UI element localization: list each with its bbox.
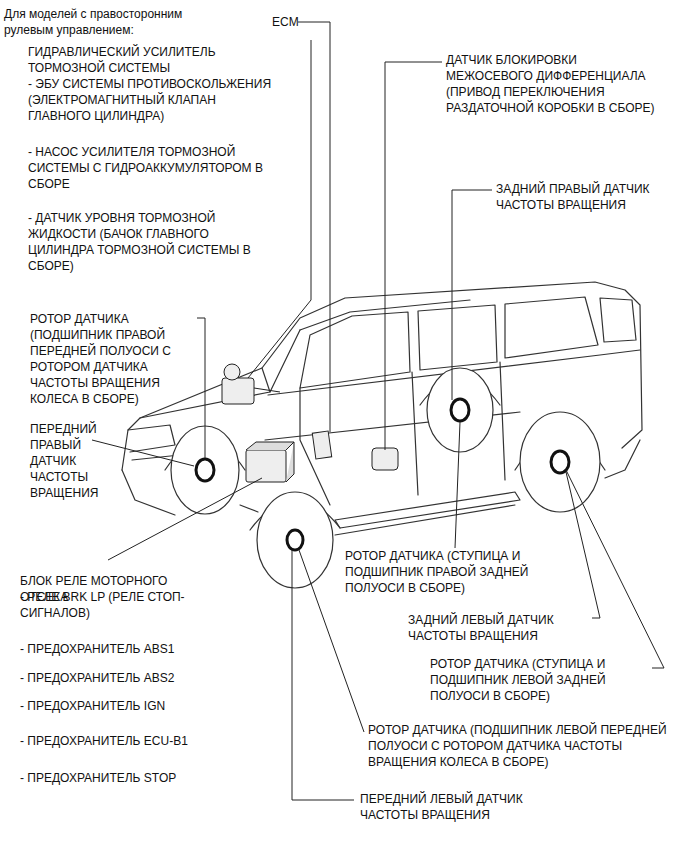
diagram-title: Для моделей с правосторонним рулевым упр… [4,6,204,38]
part-label: РОТОР ДАТЧИКА (ПОДШИПНИК ПРАВОЙ ПЕРЕДНЕЙ… [30,311,198,407]
part-label: ДАТЧИК БЛОКИРОВКИ МЕЖОСЕВОГО ДИФФЕРЕНЦИА… [446,52,661,116]
part-label: ЗАДНИЙ ЛЕВЫЙ ДАТЧИК ЧАСТОТЫ ВРАЩЕНИЯ [408,612,593,644]
part-label: ПЕРЕДНИЙ ЛЕВЫЙ ДАТЧИК ЧАСТОТЫ ВРАЩЕНИЯ [360,791,545,823]
part-label: - ПРЕДОХРАНИТЕЛЬ ABS2 [20,670,220,686]
part-label: ECM [272,14,312,30]
part-label: - РЕЛЕ BRK LP (РЕЛЕ СТОП-СИГНАЛОВ) [20,589,210,621]
part-label: - ПРЕДОХРАНИТЕЛЬ IGN [20,698,220,714]
part-label: - НАСОС УСИЛИТЕЛЯ ТОРМОЗНОЙ СИСТЕМЫ С ГИ… [28,144,278,192]
part-label: ГИДРАВЛИЧЕСКИЙ УСИЛИТЕЛЬ ТОРМОЗНОЙ СИСТЕ… [28,44,243,76]
part-label: - ДАТЧИК УРОВНЯ ТОРМОЗНОЙ ЖИДКОСТИ (БАЧО… [28,210,268,274]
part-label: РОТОР ДАТЧИКА (СТУПИЦА И ПОДШИПНИК ЛЕВОЙ… [430,656,652,704]
part-label: - ПРЕДОХРАНИТЕЛЬ ECU-B1 [20,733,220,749]
part-label: РОТОР ДАТЧИКА (СТУПИЦА И ПОДШИПНИК ПРАВО… [345,548,573,596]
part-label: - ПРЕДОХРАНИТЕЛЬ STOP [20,770,220,786]
part-label: ПЕРЕДНИЙ ПРАВЫЙ ДАТЧИК ЧАСТОТЫ ВРАЩЕНИЯ [30,421,102,501]
part-label: - ЭБУ СИСТЕМЫ ПРОТИВОСКОЛЬЖЕНИЯ (ЭЛЕКТРО… [28,76,273,124]
part-label: РОТОР ДАТЧИКА (ПОДШИПНИК ЛЕВОЙ ПЕРЕДНЕЙ … [368,722,668,770]
part-label: - ПРЕДОХРАНИТЕЛЬ ABS1 [20,641,220,657]
part-label: ЗАДНИЙ ПРАВЫЙ ДАТЧИК ЧАСТОТЫ ВРАЩЕНИЯ [496,181,676,213]
